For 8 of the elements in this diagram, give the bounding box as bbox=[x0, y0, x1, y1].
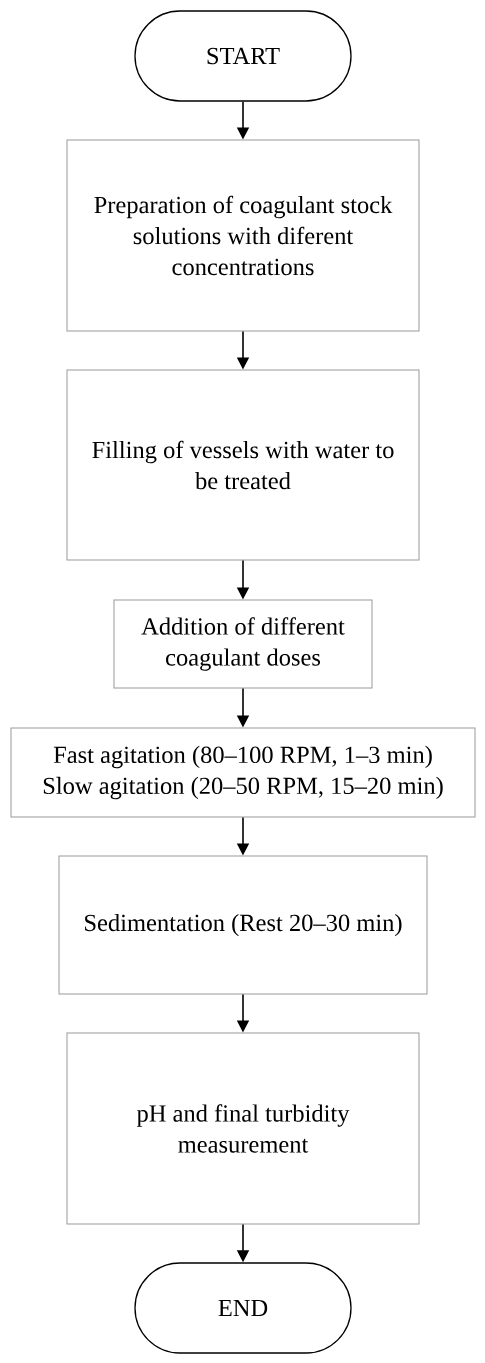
terminal-pill: START bbox=[134, 10, 352, 102]
process-box: Addition of different coagulant doses bbox=[113, 599, 373, 689]
process-box: Fast agitation (80–100 RPM, 1–3 min) Slow agitation (20–50 RPM, 15–20 min) bbox=[10, 727, 476, 818]
process-box: pH and final turbidity measurement bbox=[66, 1032, 420, 1225]
process-box: Preparation of coagulant stock solutions with diferent concentrations bbox=[66, 139, 420, 332]
process-box: Filling of vessels with water to be treated bbox=[66, 369, 420, 561]
process-box: Sedimentation (Rest 20–30 min) bbox=[58, 855, 428, 995]
terminal-pill: END bbox=[134, 1262, 352, 1354]
